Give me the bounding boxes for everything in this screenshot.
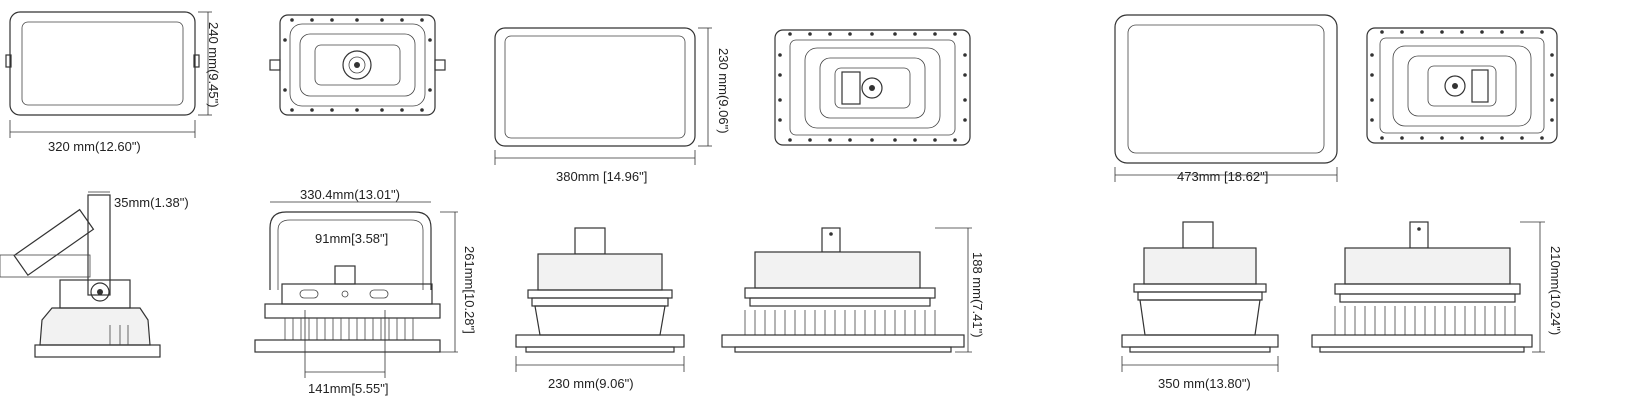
large-front-view <box>1114 14 1338 182</box>
large-front-width-label: 473mm [18.62"] <box>1177 169 1269 184</box>
medium-side-view <box>515 227 685 372</box>
small-front-width-label: 320 mm(12.60") <box>48 139 141 154</box>
large-back-view <box>1366 27 1558 144</box>
medium-front-height-label: 230 mm(9.06") <box>716 48 731 134</box>
medium-side-width-label: 230 mm(9.06") <box>548 376 634 391</box>
medium-finned-side-view <box>721 227 972 353</box>
small-back-view <box>269 14 446 116</box>
large-side-width-label: 350 mm(13.80") <box>1158 376 1251 391</box>
small-side-inner-label: 91mm[3.58"] <box>315 231 389 246</box>
large-side-view <box>1121 221 1279 372</box>
small-front-height-label: 240 mm(9.45") <box>206 22 221 108</box>
small-side-base-label: 141mm[5.55"] <box>308 381 389 396</box>
large-side-height-label: 210mm(10.24") <box>1548 246 1563 336</box>
large-finned-side-view <box>1311 221 1545 353</box>
medium-back-view <box>774 29 971 146</box>
small-side-height-label: 261mm[10.28"] <box>462 246 477 334</box>
small-side-top-label: 330.4mm(13.01") <box>300 187 400 202</box>
small-side-bracket-label: 35mm(1.38") <box>114 195 189 210</box>
small-yoke-side-view <box>254 201 458 378</box>
medium-front-width-label: 380mm [14.96"] <box>556 169 648 184</box>
small-side-view <box>0 191 161 358</box>
medium-side-height-label: 188 mm(7.41") <box>970 252 985 338</box>
medium-front-view <box>494 27 712 165</box>
small-front-view <box>5 11 212 138</box>
